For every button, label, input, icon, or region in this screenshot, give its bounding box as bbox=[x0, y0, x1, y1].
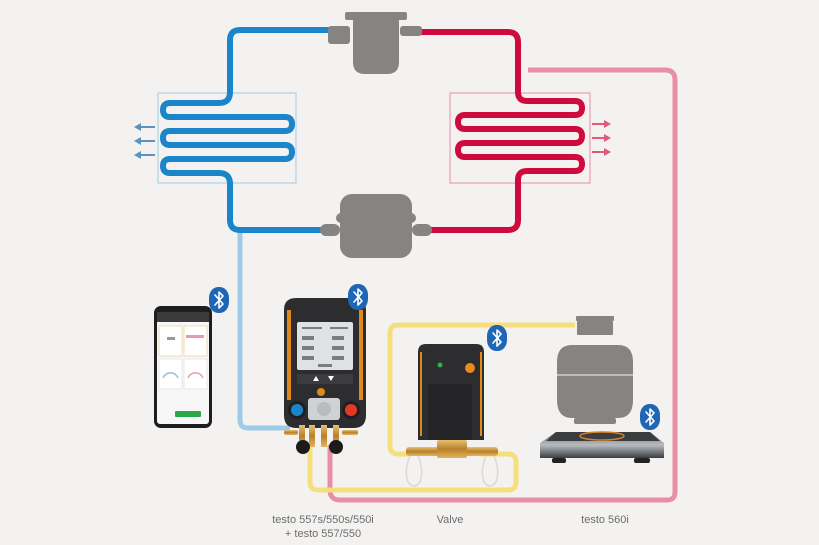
bluetooth-icon bbox=[486, 324, 508, 352]
bluetooth-icon bbox=[639, 403, 661, 431]
valve[interactable] bbox=[405, 344, 499, 487]
manifold-label: testo 557s/550s/550i + testo 557/550 bbox=[243, 513, 403, 541]
digital-manifold[interactable] bbox=[284, 298, 366, 454]
yellow-hose-upper bbox=[387, 322, 575, 457]
smartphone[interactable] bbox=[154, 306, 212, 428]
manifold-label-line2: + testo 557/550 bbox=[284, 528, 362, 540]
yellow-hose bbox=[307, 445, 519, 493]
expansion-valve bbox=[320, 194, 432, 258]
bluetooth-icon bbox=[347, 283, 369, 311]
manifold-label-line1: testo 557s/550s/550i bbox=[272, 514, 374, 526]
heat-arrows bbox=[592, 120, 611, 156]
evaporator bbox=[134, 27, 333, 233]
scale-label: testo 560i bbox=[581, 514, 629, 526]
refrigerant-cylinder bbox=[557, 316, 633, 424]
compressor bbox=[328, 12, 422, 74]
refrigerant-scale[interactable] bbox=[540, 431, 664, 463]
condenser bbox=[418, 29, 611, 233]
bluetooth-icon bbox=[208, 286, 230, 314]
cold-suction-line bbox=[237, 230, 290, 431]
cold-air-arrows bbox=[134, 123, 155, 159]
valve-label: Valve bbox=[436, 514, 464, 526]
hot-return-line bbox=[327, 67, 678, 503]
